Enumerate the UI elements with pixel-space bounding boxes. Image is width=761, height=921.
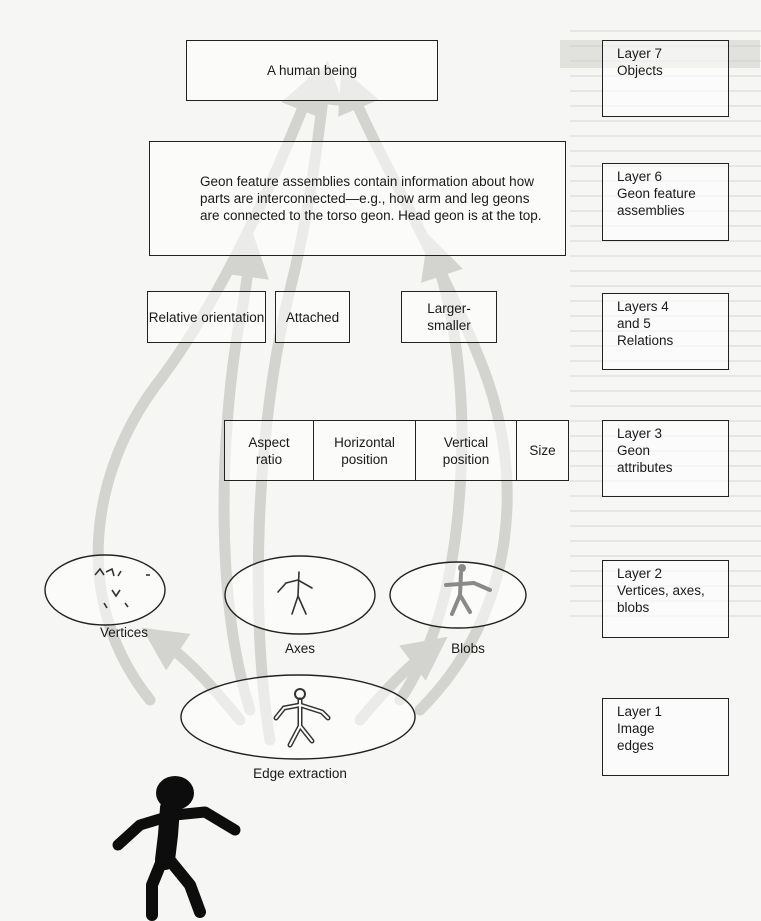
layers-4-5-label: Layers 4 and 5 Relations: [602, 293, 729, 370]
size-cell: Size: [516, 421, 568, 480]
vertex-fragments-icon: [94, 567, 150, 609]
layer-2-name: Layer 2: [617, 566, 663, 581]
layer-1-name: Layer 1: [617, 704, 663, 719]
edge-extraction-ellipse: [180, 674, 416, 760]
layer-7-desc: Objects: [617, 63, 663, 78]
layers-4-5-desc: Relations: [617, 333, 674, 348]
stick-figure-axes-icon: [277, 571, 313, 615]
arrow-axes-to-assemblies: [218, 233, 269, 716]
layer-2-label: Layer 2 Vertices, axes, blobs: [602, 560, 729, 638]
layer-2-desc: Vertices, axes, blobs: [617, 583, 705, 615]
vertices-ellipse: [44, 554, 166, 626]
larger-smaller-box: Larger-smaller: [401, 291, 497, 343]
blobs-label: Blobs: [451, 641, 485, 656]
assemblies-box-text: Geon feature assemblies contain informat…: [200, 174, 542, 223]
layer-3-name: Layer 3: [617, 426, 663, 441]
layer-6-name: Layer 6: [617, 169, 663, 184]
assemblies-box: Geon feature assemblies contain informat…: [149, 141, 566, 256]
larger-smaller-text: Larger-smaller: [427, 301, 471, 333]
relative-orientation-box: Relative orientation: [147, 291, 266, 343]
relative-orientation-text: Relative orientation: [148, 309, 265, 325]
geon-attributes-box: Aspect ratio Horizontal position Vertica…: [224, 420, 569, 481]
blob-figure-icon: [444, 571, 492, 616]
attached-text: Attached: [285, 309, 340, 325]
layer-3-desc: Geon attributes: [617, 443, 673, 475]
layer-1-desc: Image edges: [617, 721, 655, 753]
layer-7-name: Layer 7: [617, 46, 663, 61]
vertices-label: Vertices: [99, 625, 149, 640]
objects-box-text: A human being: [266, 63, 358, 78]
axes-label: Axes: [284, 641, 316, 656]
vertical-position-cell: Vertical position: [415, 421, 516, 480]
silhouette-figure-icon: [112, 776, 241, 921]
axes-ellipse: [224, 555, 376, 635]
layer-7-label: Layer 7 Objects: [602, 40, 729, 117]
layers-4-5-name: Layers 4 and 5: [617, 299, 669, 331]
attached-box: Attached: [275, 291, 350, 343]
aspect-ratio-cell: Aspect ratio: [248, 434, 290, 467]
edge-extraction-label: Edge extraction: [253, 766, 347, 781]
layer-3-label: Layer 3 Geon attributes: [602, 420, 729, 497]
layer-1-label: Layer 1 Image edges: [602, 698, 729, 776]
layer-6-label: Layer 6 Geon feature assemblies: [602, 163, 729, 241]
horizontal-position-cell: Horizontal position: [313, 421, 415, 480]
blobs-ellipse: [389, 561, 527, 629]
layer-6-desc: Geon feature assemblies: [617, 186, 696, 218]
objects-box: A human being: [186, 40, 438, 101]
